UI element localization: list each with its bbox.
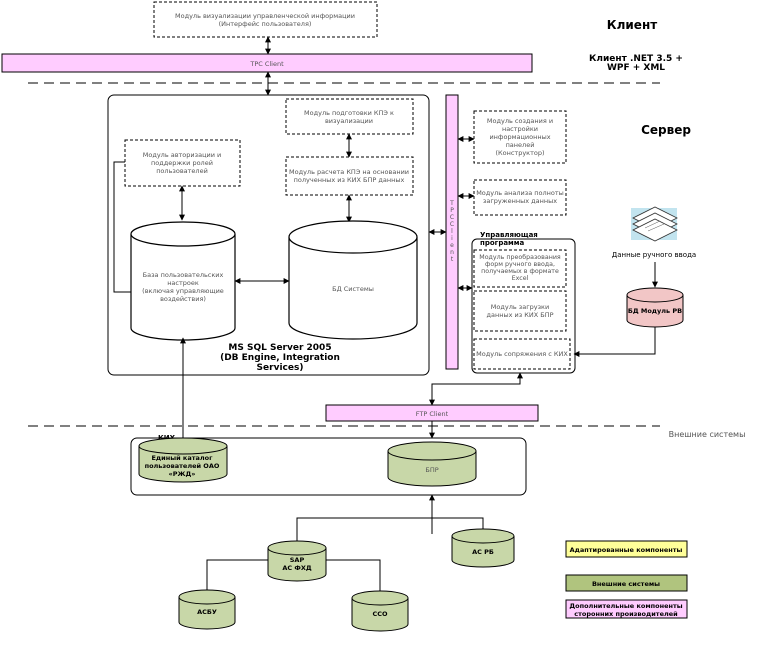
tpc-client-top-label: TPC Client bbox=[249, 60, 284, 68]
bpr-db bbox=[387, 441, 477, 487]
control-program-line-2: программа bbox=[480, 239, 524, 247]
sap-line-2: АС ФХД bbox=[282, 564, 312, 572]
visualization-line-2: (Интерфейс пользователя) bbox=[219, 20, 312, 28]
zone-client-title: Клиент bbox=[607, 18, 657, 32]
sap-db bbox=[267, 540, 327, 582]
asbu-label: АСБУ bbox=[197, 608, 217, 616]
catalog-line-2: пользователей ОАО bbox=[145, 462, 220, 470]
client-tech-line-2: WPF + XML bbox=[607, 63, 665, 73]
tpc-vertical-letter: t bbox=[451, 256, 454, 263]
user-db-line-3: (включая управляющие bbox=[142, 287, 224, 295]
constructor-line-4: панелей bbox=[506, 141, 535, 149]
bpr-label: БПР bbox=[425, 466, 438, 474]
tpc-vertical-letter: C bbox=[450, 221, 454, 228]
catalog-line-1: Единый каталог bbox=[151, 454, 213, 462]
excel-line-1: Модуль преобразования bbox=[479, 253, 561, 261]
excel-transform-module bbox=[473, 249, 567, 288]
excel-line-3: получаемых в формате bbox=[481, 268, 559, 275]
legend-third-party-line-2: сторонних производителей bbox=[574, 610, 678, 618]
control-program-line-1: Управляющая bbox=[480, 231, 538, 239]
constructor-line-5: (Конструктор) bbox=[495, 149, 544, 157]
sso-label: ССО bbox=[372, 610, 388, 618]
bd-module-rv bbox=[626, 287, 684, 328]
kpi-calc-line-1: Модуль расчета КПЭ на основании bbox=[289, 168, 409, 176]
auth-line-2: поддержки ролей bbox=[151, 159, 213, 167]
kpi-calc-module bbox=[285, 156, 414, 196]
completeness-line-2: загруженных данных bbox=[483, 197, 557, 205]
bd-module-rv-label: БД Модуль РВ bbox=[628, 307, 682, 315]
auth-line-3: пользователей bbox=[156, 167, 208, 175]
zone-external-title: Внешние системы bbox=[669, 430, 746, 439]
kih-load-line-2: данных из КИХ БПР bbox=[486, 311, 553, 319]
system-db-label: БД Системы bbox=[332, 285, 374, 293]
tpc-vertical-letter: C bbox=[450, 214, 454, 221]
ms-sql-line-2: (DB Engine, Integration bbox=[220, 353, 340, 363]
constructor-line-1: Модуль создания и bbox=[487, 117, 553, 125]
auth-line-1: Модуль авторизации и bbox=[143, 151, 222, 159]
tpc-vertical-letter: n bbox=[450, 249, 454, 256]
system-db bbox=[288, 220, 418, 340]
legend-external-label: Внешние системы bbox=[592, 580, 660, 588]
asrb-db bbox=[451, 528, 515, 568]
kih-label: КИХ bbox=[158, 434, 176, 442]
kpi-prep-module bbox=[285, 98, 414, 135]
completeness-module bbox=[473, 179, 567, 216]
tpc-vertical-letter: e bbox=[450, 242, 454, 249]
tpc-vertical-letter: T bbox=[449, 200, 454, 207]
constructor-text: Модуль создания и настройки информационн… bbox=[487, 117, 553, 157]
constructor-line-3: информационных bbox=[489, 133, 550, 141]
kih-interface-label: Модуль сопряжения с КИХ bbox=[476, 350, 568, 358]
excel-line-4: Excel bbox=[512, 275, 529, 282]
constructor-module bbox=[473, 110, 567, 164]
legend-adapted bbox=[565, 540, 688, 558]
sap-line-1: SAP bbox=[290, 556, 305, 564]
kih-load-module bbox=[473, 290, 567, 332]
catalog-line-3: «РЖД» bbox=[169, 470, 196, 478]
user-db-line-2: настроек bbox=[167, 279, 199, 287]
legend-external bbox=[565, 574, 688, 592]
constructor-line-2: настройки bbox=[502, 125, 538, 133]
visualization-line-1: Модуль визуализации управленческой инфор… bbox=[175, 12, 355, 20]
manual-input-label: Данные ручного ввода bbox=[612, 251, 696, 259]
completeness-line-1: Модуль анализа полноты bbox=[476, 189, 564, 197]
ms-sql-line-1: MS SQL Server 2005 bbox=[228, 343, 331, 353]
tpc-vertical-letter: l bbox=[451, 228, 453, 235]
kpi-prep-line-1: Модуль подготовки КПЭ к bbox=[304, 109, 394, 117]
asrb-label: АС РБ bbox=[472, 548, 494, 556]
visualization-module bbox=[153, 1, 378, 38]
excel-line-2: форм ручного ввода, bbox=[485, 261, 555, 268]
tpc-vertical-letter: P bbox=[450, 207, 454, 214]
client-tech-line-1: Клиент .NET 3.5 + bbox=[589, 54, 683, 64]
auth-module bbox=[124, 139, 241, 187]
kpi-prep-line-2: визуализации bbox=[325, 117, 373, 125]
legend-third-party-line-1: Дополнительные компоненты bbox=[569, 602, 682, 610]
legend-adapted-label: Адаптированные компоненты bbox=[570, 546, 683, 554]
zone-server-title: Сервер bbox=[641, 123, 691, 137]
manual-input-documents-icon bbox=[631, 206, 678, 242]
asbu-db bbox=[178, 589, 236, 630]
legend-third-party bbox=[565, 599, 688, 619]
kih-interface-module bbox=[473, 338, 571, 370]
user-db-line-4: воздействия) bbox=[160, 295, 206, 303]
kpi-calc-line-2: полученных из КИХ БПР данных bbox=[294, 176, 405, 184]
user-db-line-1: База пользовательских bbox=[143, 271, 224, 279]
ftp-client-label: FTP Client bbox=[416, 410, 449, 418]
ms-sql-line-3: Services) bbox=[257, 363, 304, 373]
kih-load-line-1: Модуль загрузки bbox=[491, 303, 549, 311]
tpc-vertical-letter: i bbox=[451, 235, 453, 242]
unified-catalog-db bbox=[138, 437, 228, 483]
sso-db bbox=[351, 590, 409, 632]
